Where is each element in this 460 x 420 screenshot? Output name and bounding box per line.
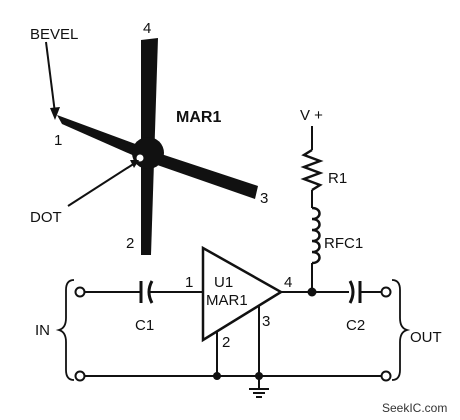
amplifier-u1: U1 MAR1 1 4 2 3 — [185, 245, 292, 376]
package-part-label: MAR1 — [176, 109, 221, 126]
r1-label: R1 — [328, 170, 347, 187]
u1-pin4-label: 4 — [284, 274, 292, 291]
u1-pin3-label: 3 — [262, 313, 270, 330]
u1-pin2-label: 2 — [222, 334, 230, 351]
ground-junction-pin2 — [213, 372, 221, 380]
output-terminal — [380, 286, 392, 298]
orientation-dot — [136, 154, 144, 162]
package-pin2-label: 2 — [126, 235, 134, 252]
bevel-arrow-line — [45, 41, 56, 114]
bevel-arrowhead — [50, 107, 60, 120]
u1-pin1-label: 1 — [185, 274, 193, 291]
resistor-r1 — [300, 148, 324, 192]
dot-arrow-line — [67, 162, 136, 207]
package-body — [132, 137, 164, 169]
bevel-label: BEVEL — [30, 26, 78, 43]
amplifier-triangle — [201, 245, 284, 343]
watermark: SeekIC.com — [382, 401, 447, 415]
package-drawing: BEVEL DOT MAR1 1 2 3 4 — [30, 20, 268, 255]
ground-out-terminal — [380, 370, 392, 382]
rfc1-label: RFC1 — [324, 235, 363, 252]
u1-part-label: MAR1 — [206, 292, 248, 309]
inductor-rfc1 — [311, 206, 321, 265]
package-pin1-label: 1 — [54, 132, 62, 149]
out-brace — [391, 279, 411, 381]
capacitor-c1-plate-b — [147, 280, 154, 304]
in-brace — [55, 279, 75, 381]
package-lead-pin1 — [57, 115, 149, 161]
input-terminal — [74, 286, 86, 298]
in-label: IN — [35, 322, 50, 339]
dot-arrowhead — [130, 160, 139, 168]
supply-label: V + — [300, 107, 323, 124]
package-pin4-label: 4 — [143, 20, 151, 37]
out-label: OUT — [410, 329, 442, 346]
supply-network: V + R1 RFC1 — [300, 107, 363, 292]
c1-label: C1 — [135, 317, 154, 334]
u1-ref-label: U1 — [214, 274, 233, 291]
dot-label: DOT — [30, 209, 62, 226]
ground-rail — [74, 370, 392, 398]
c2-label: C2 — [346, 317, 365, 334]
package-lead-pin3 — [140, 148, 258, 199]
output-junction-dot — [307, 287, 317, 297]
capacitor-c2-plate-a — [348, 280, 355, 304]
package-pin3-label: 3 — [260, 190, 268, 207]
input-section: IN C1 — [35, 279, 203, 381]
ground-in-terminal — [74, 370, 86, 382]
output-section: C2 OUT — [281, 279, 442, 381]
